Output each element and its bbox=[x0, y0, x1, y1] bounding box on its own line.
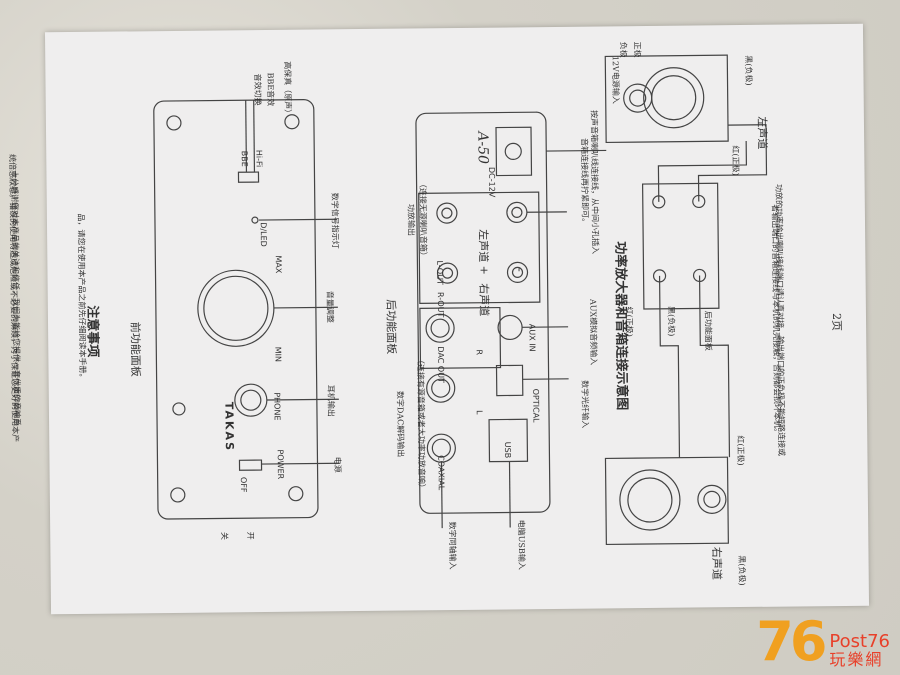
callout-sound-switch: 音效切换 bbox=[252, 73, 263, 106]
volume-knob-inner bbox=[203, 275, 269, 341]
plus-sign: + bbox=[477, 265, 491, 275]
d-led bbox=[251, 216, 259, 224]
takas-brand: TAKAS bbox=[222, 401, 236, 453]
model-label: A-50 bbox=[474, 131, 491, 165]
callout-pos: 正极 bbox=[632, 41, 642, 58]
callout-wiring-1: 按声音箱喇叭线连接线，从中间小孔插入 bbox=[589, 110, 600, 255]
callout-coaxial-in: 数字同轴输入 bbox=[447, 521, 458, 570]
callout-hifi: 高保真（原声） bbox=[282, 61, 293, 118]
callout-wiring-2: 音箱连接线再拧紧即可。 bbox=[579, 138, 590, 227]
left-ch-label: 左声道 bbox=[476, 229, 490, 263]
d-led-label: D/LED bbox=[258, 222, 268, 247]
callout-kai: 开 bbox=[245, 531, 255, 540]
callout-speaker-note: （连接无源喇叭音箱） bbox=[418, 179, 428, 260]
callout-volume: 音量调整 bbox=[325, 290, 335, 323]
callout-headphone: 耳机输出 bbox=[326, 384, 336, 417]
hifi-label: Hi-Fi bbox=[254, 149, 264, 168]
diagram-rear-panel-label: 后功能面板 bbox=[703, 310, 713, 351]
callout-power: 电源 bbox=[332, 456, 343, 473]
rca-box bbox=[419, 306, 502, 369]
manual-page: 注意事项 十分感谢您对本产品的关注和信任，我们为能给您提供一套优质的音响系 统倍… bbox=[8, 23, 870, 615]
page-number: 2页 bbox=[829, 312, 844, 332]
watermark-site: Post76 bbox=[829, 631, 890, 653]
diagram-black-neg-center: 黑(负极) bbox=[666, 306, 676, 337]
watermark-sub: 玩樂網 bbox=[829, 650, 884, 670]
takas-logo-circle bbox=[172, 402, 186, 416]
power-switch bbox=[238, 459, 263, 471]
diagram-rear-panel bbox=[641, 182, 720, 310]
callout-signal-led: 数字信号指示灯 bbox=[330, 192, 340, 249]
coaxial-label: COAXIAL bbox=[436, 455, 446, 491]
watermark: 76 Post76 玩樂網 bbox=[756, 615, 890, 669]
diagram-red-pos-center: 红(正极) bbox=[624, 306, 634, 337]
l-out-label: L-OUT bbox=[435, 260, 445, 285]
usb-label: USB bbox=[502, 441, 513, 459]
power-label: POWER bbox=[275, 449, 285, 480]
headphone-jack-inner bbox=[240, 389, 262, 411]
callout-guan: 关 bbox=[219, 531, 229, 540]
aux-in-label: AUX IN bbox=[527, 323, 537, 352]
right-woofer bbox=[619, 469, 681, 531]
right-speaker-box bbox=[604, 456, 729, 546]
callout-power-in: 12V电源输入 bbox=[610, 55, 621, 104]
callout-usb-in: 电脑USB输入 bbox=[516, 519, 527, 570]
callout-neg: 负极 bbox=[618, 41, 628, 58]
callout-speaker-out: 功放输出 bbox=[406, 203, 416, 237]
left-speaker-box bbox=[604, 54, 729, 144]
off-label: OFF bbox=[238, 476, 249, 493]
phone-label: PHONE bbox=[272, 392, 282, 421]
callout-optical-in: 数字光纤输入 bbox=[580, 380, 590, 429]
watermark-number: 76 bbox=[756, 610, 827, 673]
min-label: MIN bbox=[273, 346, 283, 363]
diagram-right-ch: 右声道 bbox=[709, 546, 724, 580]
dc-jack-box bbox=[495, 126, 533, 177]
optical-port bbox=[495, 364, 524, 397]
left-woofer bbox=[643, 67, 705, 129]
front-panel-outline bbox=[153, 98, 319, 520]
diagram-black-neg-right: 黑(负极) bbox=[737, 555, 747, 586]
manual-line-art bbox=[153, 54, 768, 546]
minus-sign: - bbox=[512, 267, 527, 272]
bbe-label: BBE bbox=[239, 150, 249, 167]
callout-dac-out: 数字DAC解码输出 bbox=[395, 390, 406, 458]
diagram-left-ch: 左声道 bbox=[755, 116, 769, 150]
diagram-red-pos-right: 红(正极) bbox=[735, 435, 746, 466]
headphone-jack-outer bbox=[234, 383, 268, 417]
volume-knob-outer bbox=[197, 269, 275, 347]
notice-line-3: 品，请您在使用本产品之前先仔细阅读本手册。 bbox=[76, 213, 88, 382]
aux-in-jack bbox=[497, 314, 523, 341]
max-label: MAX bbox=[273, 255, 283, 274]
rca-r-label: R bbox=[474, 349, 484, 356]
rca-l-label: L bbox=[474, 409, 484, 415]
dac-out-label: DAC OUT bbox=[436, 346, 446, 383]
front-screw-br bbox=[288, 486, 304, 502]
front-screw-tl bbox=[166, 115, 182, 131]
bbe-switch bbox=[237, 171, 260, 183]
r-out-label: R-OUT bbox=[435, 291, 446, 318]
front-screw-tr bbox=[284, 114, 300, 130]
rear-panel-outline bbox=[415, 111, 551, 514]
usb-port bbox=[488, 418, 529, 463]
optical-label: OPTICAL bbox=[531, 388, 541, 423]
callout-bbe: BBE音效 bbox=[265, 72, 276, 107]
rear-panel-title: 后功能面板 bbox=[384, 299, 398, 355]
right-ch-label: 右声道 bbox=[477, 283, 491, 317]
dc-label: DC-12V bbox=[487, 166, 497, 198]
left-tweeter bbox=[623, 83, 653, 113]
callout-dac-note: （连接有源音箱或者大功率功放音响） bbox=[415, 355, 427, 492]
diagram-black-neg-left: 黑(负极) bbox=[743, 55, 754, 86]
diagram-red-pos-left: 红(正极) bbox=[730, 145, 741, 176]
front-panel-title: 前功能面板 bbox=[128, 321, 143, 377]
front-screw-bl bbox=[170, 487, 186, 503]
right-tweeter bbox=[697, 484, 727, 514]
speaker-terminal-box bbox=[418, 191, 541, 304]
callout-aux-in: AUX模拟音频输入 bbox=[588, 298, 599, 366]
